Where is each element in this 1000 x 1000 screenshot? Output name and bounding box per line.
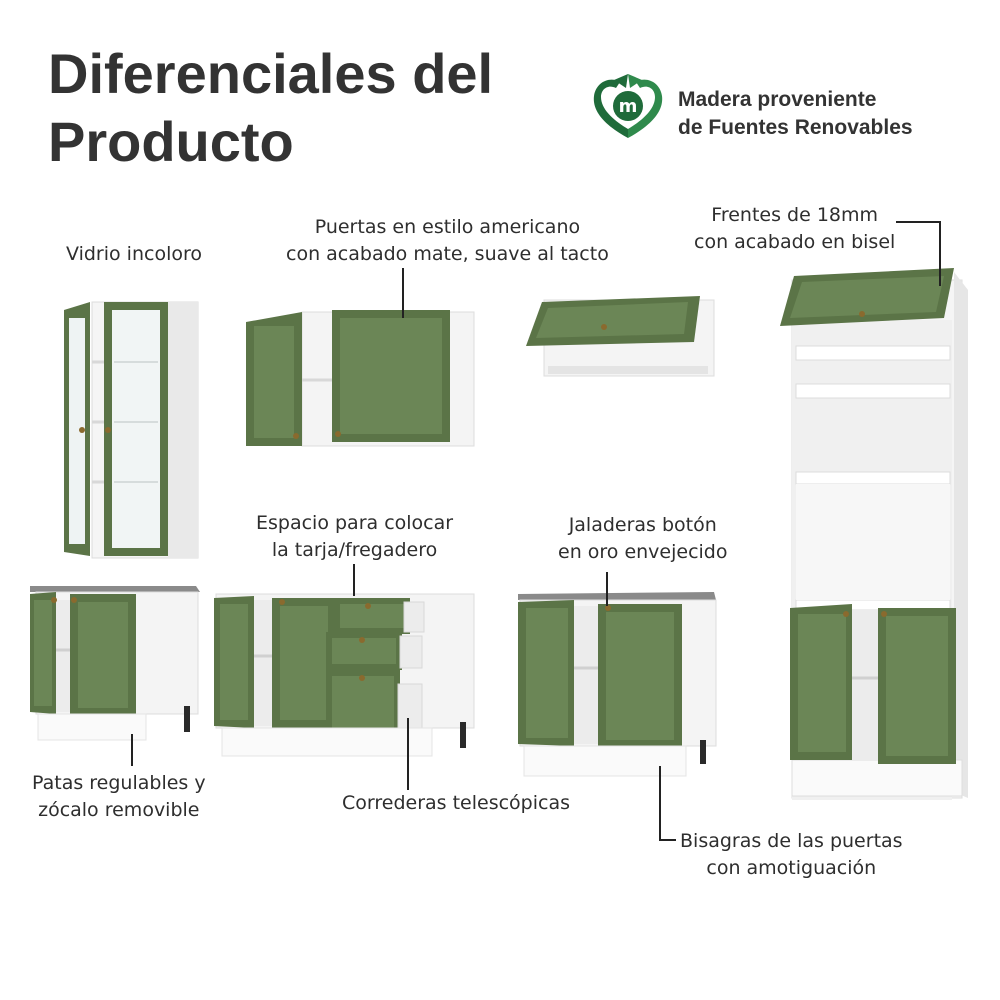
label-doors-line-2: con acabado mate, suave al tacto [286,243,609,265]
renewable-wood-badge: m Madera proveniente de Fuentes Renovabl… [588,72,948,152]
label-slides-text: Correderas telescópicas [342,792,570,814]
label-handles-line-2: en oro envejecido [558,541,728,563]
label-hinges-line-2: con amotiguación [706,857,877,879]
label-doors-line-1: Puertas en estilo americano [314,216,581,238]
base-cabinet-left [30,586,200,741]
label-hinges-line-1: Bisagras de las puertas [680,830,903,852]
label-sink: Espacio para colocar la tarja/fregadero [256,510,453,564]
label-fronts-line-1: Frentes de 18mm [711,204,879,226]
glass-door-cabinet [64,301,199,559]
label-fronts-line-2: con acabado en bisel [694,231,896,253]
badge-line-2: de Fuentes Renovables [678,116,913,139]
label-slides: Correderas telescópicas [342,790,570,817]
label-doors: Puertas en estilo americano con acabado … [286,214,609,268]
label-glass-text: Vidrio incoloro [66,243,202,265]
label-handles-line-1: Jaladeras botón [568,514,717,536]
page-title: Diferenciales del Producto [48,40,493,176]
label-legs: Patas regulables y zócalo removible [32,770,206,824]
leader-lines [131,221,941,841]
label-glass: Vidrio incoloro [66,241,202,268]
label-legs-line-2: zócalo removible [38,799,200,821]
title-line-2: Producto [48,110,294,173]
label-legs-line-1: Patas regulables y [32,772,206,794]
badge-line-1: Madera proveniente [678,88,877,111]
tall-pantry-cabinet [780,268,968,800]
badge-letter: m [619,96,638,117]
label-hinges: Bisagras de las puertas con amotiguación [680,828,903,882]
label-handles: Jaladeras botón en oro envejecido [558,512,728,566]
upper-cabinet-two-doors [246,310,475,447]
sink-base-cabinet [214,593,475,757]
title-line-1: Diferenciales del [48,42,494,105]
recycle-leaf-m-icon: m [593,74,663,138]
flip-up-cabinet [526,296,715,377]
base-cabinet-right [518,592,717,777]
label-sink-line-2: la tarja/fregadero [271,539,438,561]
badge-text: Madera proveniente de Fuentes Renovables [678,86,913,142]
label-fronts: Frentes de 18mm con acabado en bisel [694,202,895,256]
label-sink-line-1: Espacio para colocar [256,512,454,534]
